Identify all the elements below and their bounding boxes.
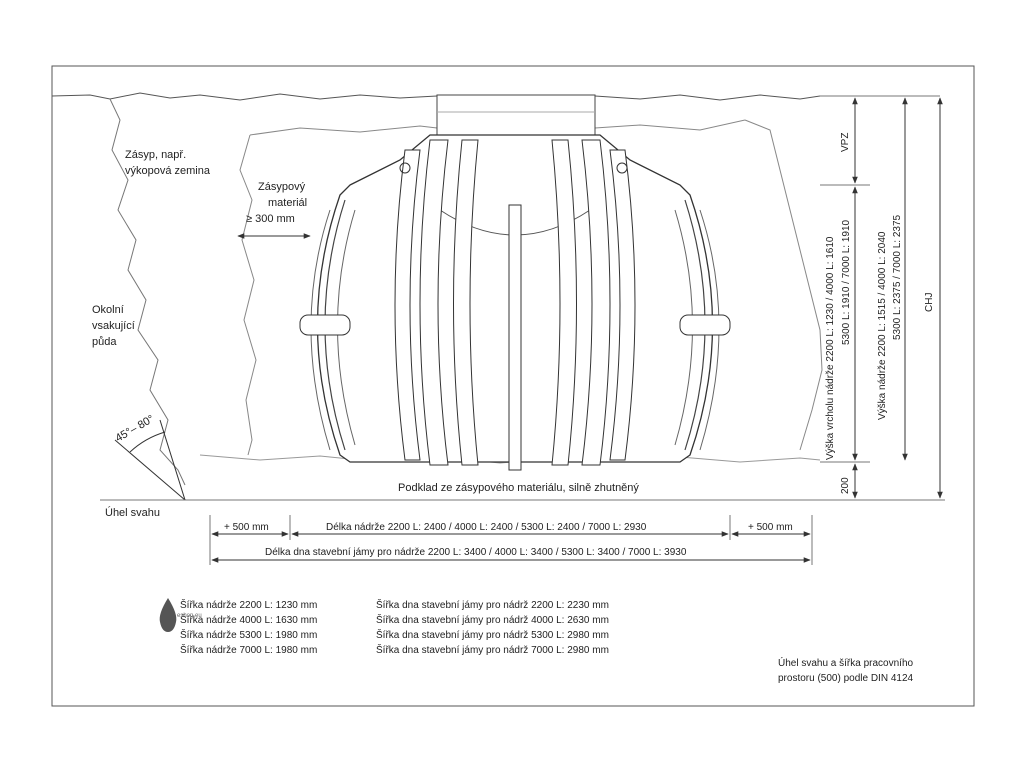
label-backfill-soil-2: výkopová zemina [125, 165, 211, 177]
horizontal-dimensions [209, 515, 813, 565]
label-vpz: VPZ [840, 133, 851, 152]
label-backfill-material: Zásypový [258, 181, 306, 193]
label-slope-angle: 45°– 80° [114, 413, 157, 445]
inlet-pipe-left [299, 314, 351, 336]
vertical-dimensions [820, 95, 945, 501]
label-backfill-min: ≥ 300 mm [246, 213, 295, 225]
label-chj: CHJ [924, 293, 935, 312]
excavation-left-wall [109, 98, 186, 486]
label-slope: Úhel svahu [105, 506, 160, 519]
label-pit-length: Délka dna stavební jámy pro nádrže 2200 … [265, 547, 687, 558]
label-top-height-2: 5300 L: 1910 / 7000 L: 1910 [841, 219, 852, 345]
outlet-pipe-right [679, 314, 731, 336]
label-backfill-material-2: materiál [268, 197, 307, 209]
label-margin-right: + 500 mm [748, 522, 793, 533]
tank-ribs [394, 139, 636, 471]
ground-surface-line [51, 92, 821, 101]
pit-width-2: Šířka dna stavební jámy pro nádrž 5300 L… [376, 628, 609, 641]
slope-angle-indicator [100, 419, 186, 501]
label-base-layer: Podklad ze zásypového materiálu, silně z… [398, 482, 639, 494]
tank-width-0: Šířka nádrže 2200 L: 1230 mm [180, 598, 317, 611]
pit-width-3: Šířka dna stavební jámy pro nádrž 7000 L… [376, 643, 609, 656]
label-surrounding-soil-3: půda [92, 336, 117, 348]
manhole-shaft [436, 94, 596, 136]
din-note-1: Úhel svahu a šířka pracovního [778, 656, 914, 669]
label-tank-height-2: 5300 L: 2375 / 7000 L: 2375 [892, 214, 903, 340]
tank-width-1: Šířka nádrže 4000 L: 1630 mm [180, 613, 317, 626]
drop-logo-icon [159, 598, 177, 632]
excavation-right-wall [744, 119, 823, 451]
pit-width-0: Šířka dna stavební jámy pro nádrž 2200 L… [376, 598, 609, 611]
label-tank-height-1: Výška nádrže 2200 L: 1515 / 4000 L: 2040 [877, 231, 888, 420]
label-tank-length: Délka nádrže 2200 L: 2400 / 4000 L: 2400… [326, 522, 647, 533]
label-top-height-1: Výška vrcholu nádrže 2200 L: 1230 / 4000… [825, 236, 836, 460]
label-backfill-soil: Zásyp, např. [125, 149, 186, 161]
label-surrounding-soil-2: vsakující [92, 320, 135, 332]
pit-width-1: Šířka dna stavební jámy pro nádrž 4000 L… [376, 613, 609, 626]
label-margin-left: + 500 mm [224, 522, 269, 533]
tank-width-3: Šířka nádrže 7000 L: 1980 mm [180, 643, 317, 656]
backfill-boundary-left [239, 134, 257, 456]
drawing-frame [51, 65, 975, 707]
watermark-text: eshop.eu [177, 613, 202, 619]
din-note-2: prostoru (500) podle DIN 4124 [778, 673, 914, 684]
backfill-top-line [249, 119, 746, 136]
tank-width-2: Šířka nádrže 5300 L: 1980 mm [180, 628, 317, 641]
label-base-thickness: 200 [840, 477, 851, 494]
label-surrounding-soil: Okolní [92, 304, 124, 316]
